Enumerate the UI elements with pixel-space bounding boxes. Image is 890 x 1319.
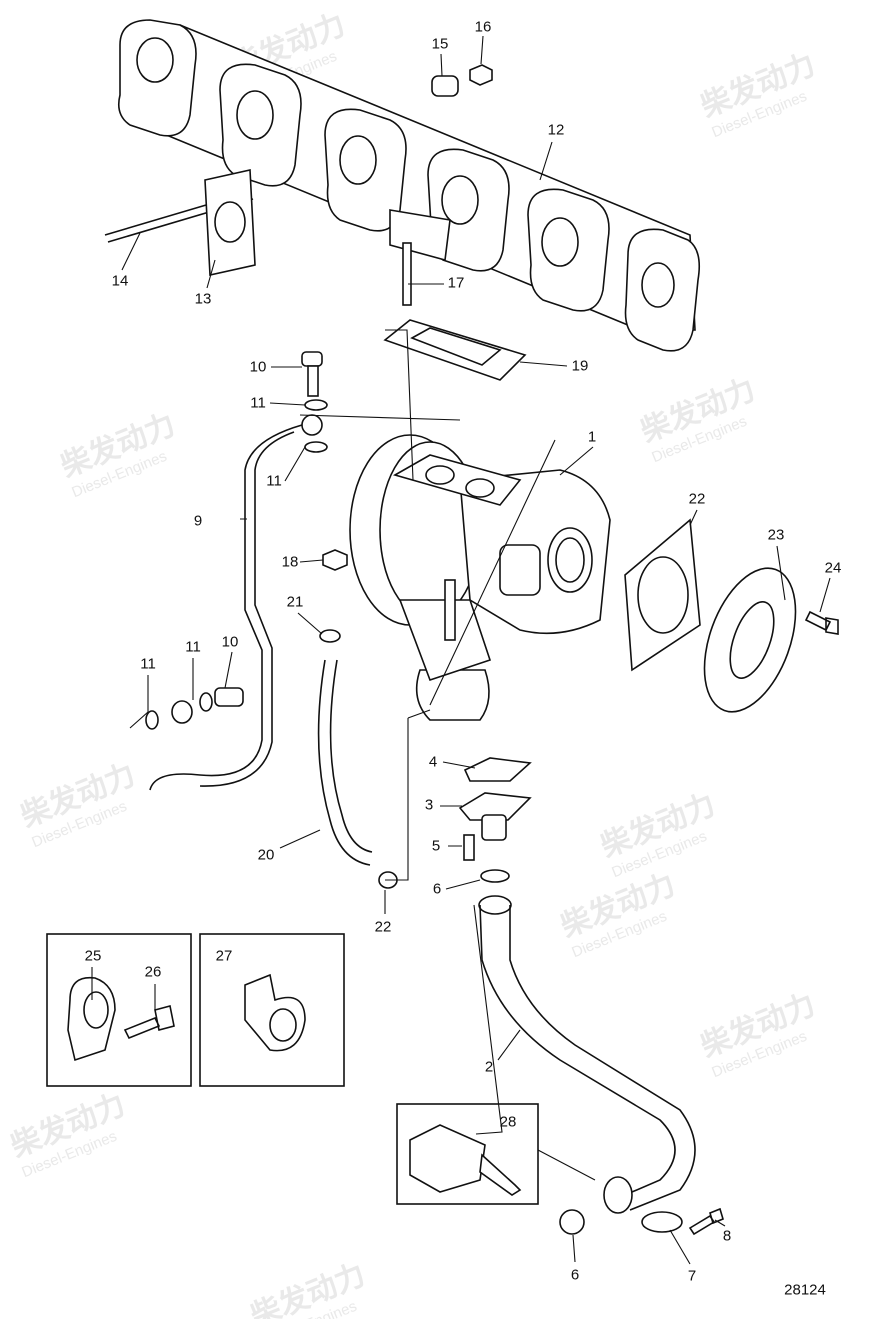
part-label: 22 [374,918,392,936]
part-label: 6 [570,1266,580,1284]
diagram-number: 28124 [784,1281,826,1299]
gasket-4 [463,757,532,782]
nut [469,64,493,86]
part-label: 11 [185,638,201,656]
part-label: 16 [474,18,492,36]
part-label: 11 [250,394,266,412]
part-label: 24 [824,559,842,577]
part-label: 10 [249,358,267,376]
part-label: 7 [687,1267,697,1285]
part-label: 20 [257,846,275,864]
part-label: 18 [281,553,299,571]
oil-pipe [149,424,303,791]
bolt-8 [688,1207,724,1236]
part-label: 10 [221,633,239,651]
part-label: 25 [84,947,102,965]
hose [317,659,371,866]
banjo-bolt [301,351,323,367]
part-label: 9 [193,512,203,530]
part-label: 3 [424,796,434,814]
bolt-5 [463,834,475,861]
leader-lines [91,35,831,1265]
part-label: 5 [431,837,441,855]
part-label: 19 [571,357,589,375]
bolt-24 [804,610,839,635]
exhaust-manifold [117,19,701,352]
part-label: 15 [431,35,449,53]
part-label: 23 [767,526,785,544]
part-label: 13 [194,290,212,308]
part-label: 12 [547,121,565,139]
detail-box-27 [199,933,345,1087]
detail-box-28 [396,1103,539,1205]
part-label: 6 [432,880,442,898]
part-label: 11 [266,472,282,490]
part-label: 14 [111,272,129,290]
part-label: 17 [447,274,465,292]
part-label: 11 [140,655,156,673]
o-ring-6b [559,1209,585,1235]
spacer-sleeve [431,75,459,97]
stud-17 [402,242,412,306]
flange-3 [458,792,532,821]
clamp-7 [641,1211,683,1233]
o-ring-6 [480,869,510,883]
part-label: 22 [688,490,706,508]
part-label: 2 [484,1058,494,1076]
part-label: 28 [499,1113,517,1131]
part-label: 27 [215,947,233,965]
part-label: 1 [587,428,597,446]
part-label: 4 [428,753,438,771]
part-label: 26 [144,963,162,981]
part-label: 8 [722,1227,732,1245]
turbocharger [349,434,611,721]
nut-18 [322,549,348,571]
detail-box-25-26 [46,933,192,1087]
spring [603,1176,633,1214]
clamp-21 [319,629,341,643]
drain-pipe [479,904,676,1196]
part-label: 21 [286,593,304,611]
